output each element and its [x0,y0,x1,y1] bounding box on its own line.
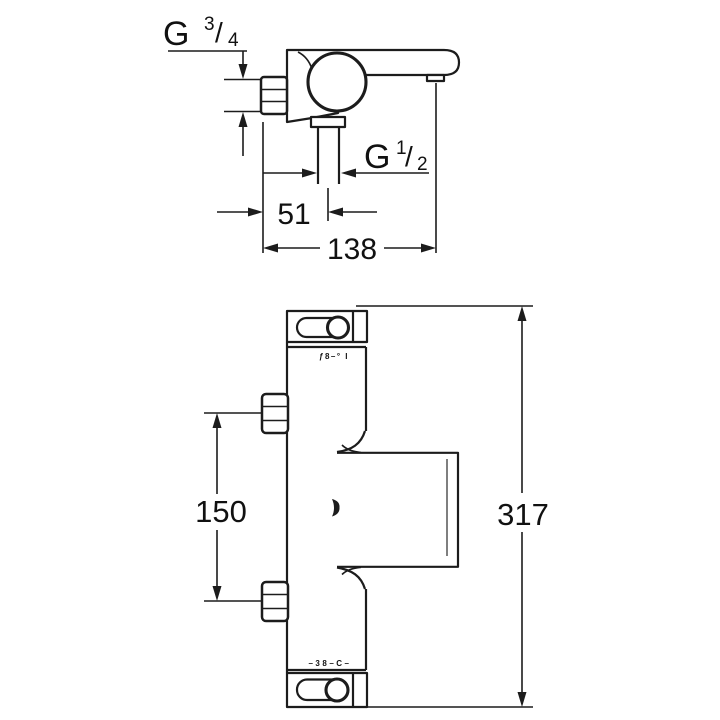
mixer-body-front [285,342,460,673]
g12-sup: 1 [396,138,407,159]
dimension-138: 138 [263,233,436,266]
arrowhead-down [238,64,248,79]
dim138-value: 138 [327,233,377,266]
front-view: ƒ8–° I –38–C– [195,305,549,709]
arrowhead-up [238,112,248,127]
dim51-value: 51 [277,198,310,231]
g12-prefix: G [364,138,390,176]
dim150-value: 150 [195,494,247,529]
arrowhead-right [302,168,317,178]
dimension-150: 150 [195,412,261,602]
union-nut-bottom [260,580,290,623]
g12-sub: 2 [417,154,428,175]
spout-outlet [425,73,446,83]
arrowhead-up [212,413,222,428]
union-nut-top [260,392,290,435]
dimension-g34: G 3 / 4 [163,14,260,156]
toggle-knob [325,315,351,340]
g34-sub: 4 [228,30,239,51]
temperature-handle [285,671,369,709]
dim317-value: 317 [497,497,549,532]
g34-slash: / [215,17,223,48]
union-nut-side [259,75,289,116]
spout-shoulder-bottom [336,566,367,590]
arrowhead-down [517,692,527,707]
dimension-g12: G 1 / 2 [263,138,429,178]
arrowhead-down [212,586,222,601]
hose-nut [309,115,347,129]
g34-sup: 3 [204,14,215,35]
g34-prefix: G [163,15,189,53]
spout-shoulder-top [336,430,367,454]
arrowhead-right [421,243,436,253]
flow-markings-label: ƒ8–° I [319,352,349,361]
arrowhead-left [263,243,278,253]
dimension-317: 317 [497,306,549,707]
g34-leader-line [168,50,247,64]
arrowhead-up [517,306,527,321]
arrowhead-left [341,168,356,178]
spout-block [337,451,460,568]
toggle-knob [324,677,350,703]
g12-slash: / [405,141,413,172]
flow-handle [285,309,369,344]
arrowhead-right [248,207,263,217]
temperature-markings-label: –38–C– [308,659,351,668]
control-knob-side [306,51,368,113]
dimension-51: 51 [217,198,377,231]
side-view: G 3 / 4 G 1 / 2 [163,14,461,266]
hose-pipe [316,127,341,184]
logo-mark [332,499,340,517]
arrowhead-left [328,207,343,217]
